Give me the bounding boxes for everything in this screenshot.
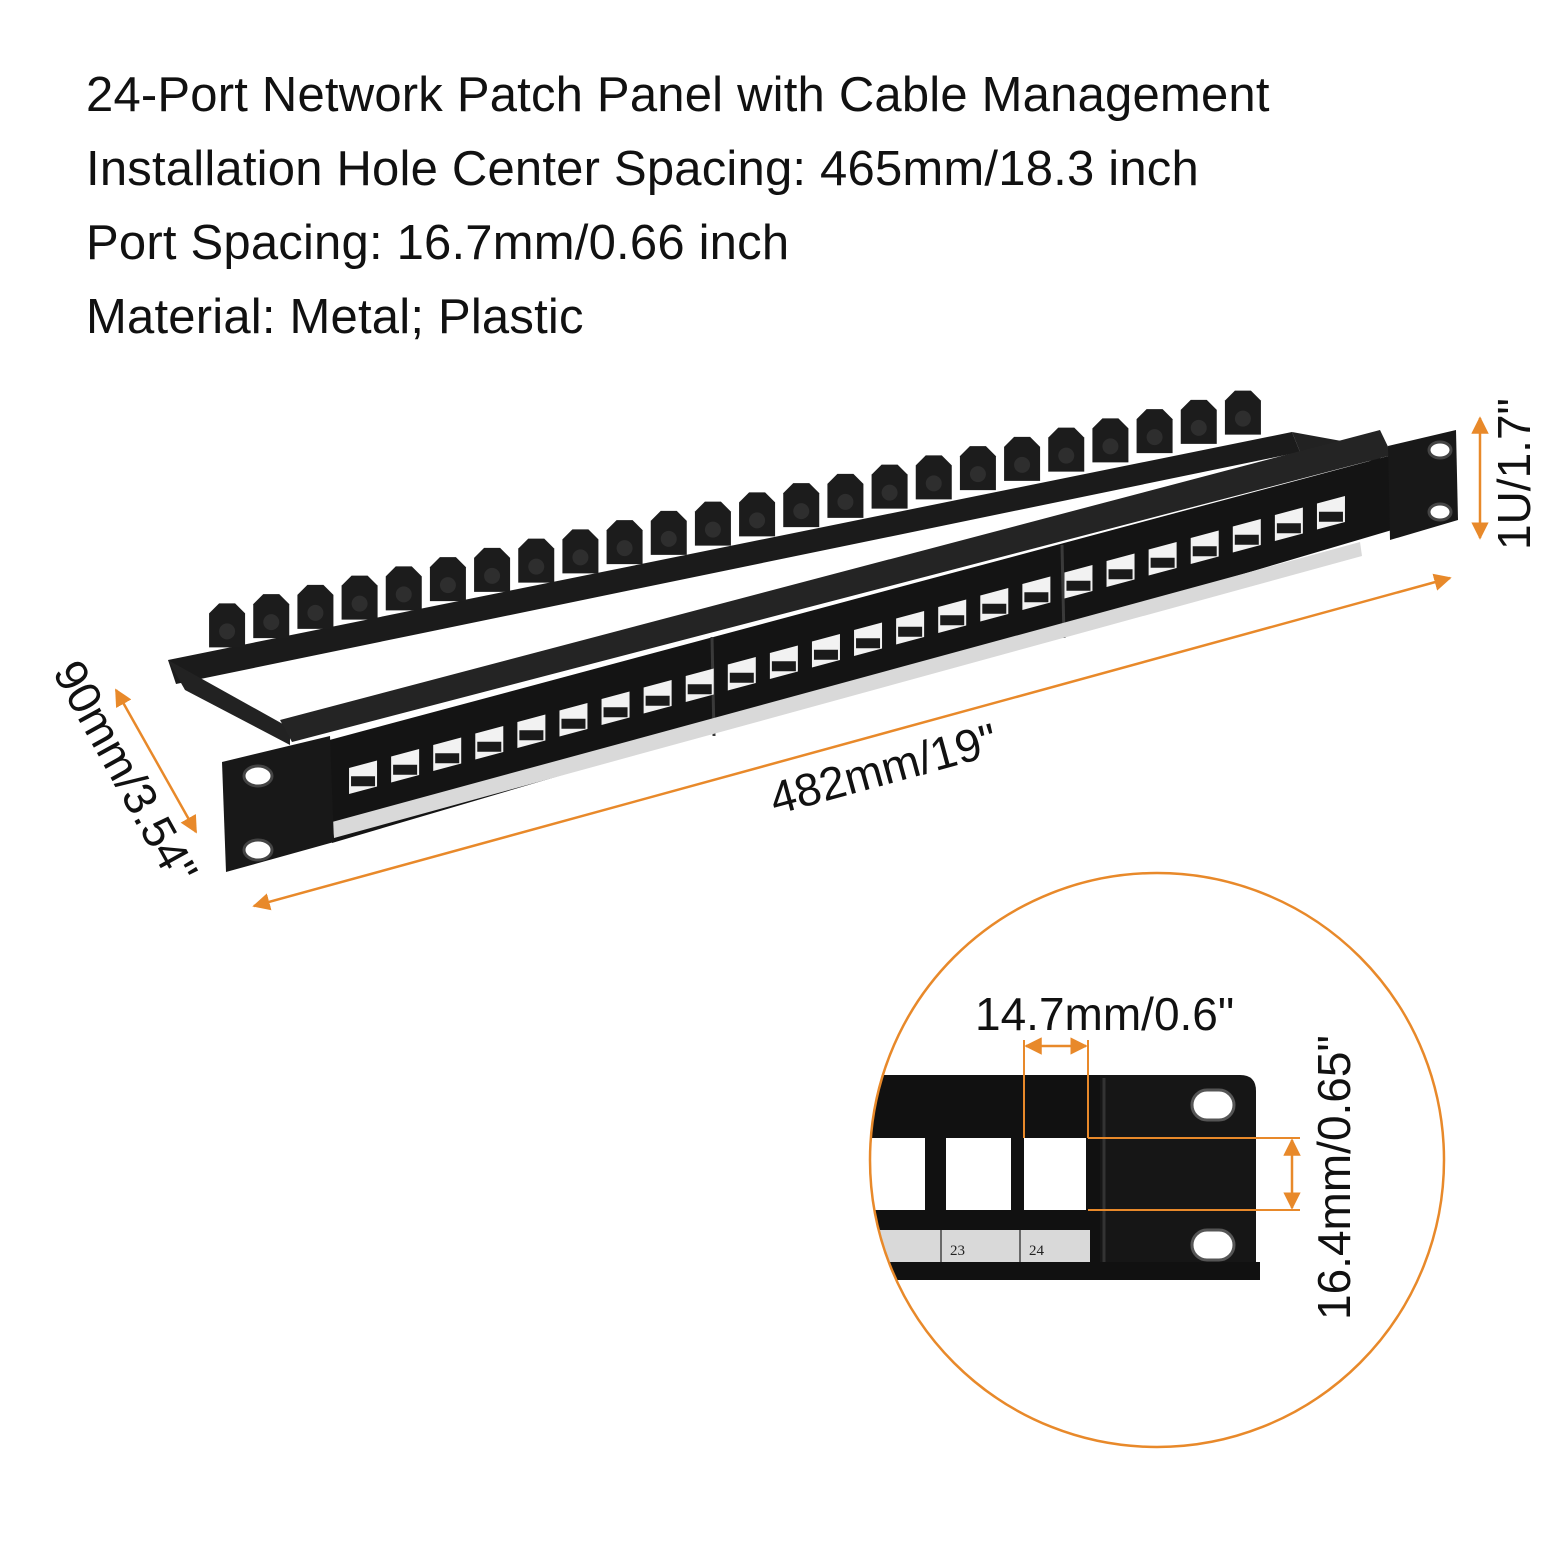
port-contact bbox=[645, 695, 670, 706]
port-contact bbox=[856, 638, 881, 649]
port-contact bbox=[351, 776, 376, 787]
detail-label-strip bbox=[870, 1230, 1090, 1262]
cable-clip bbox=[1136, 409, 1173, 454]
port-contact bbox=[771, 661, 796, 672]
port-contact bbox=[393, 764, 418, 775]
port-contact bbox=[603, 707, 628, 718]
cable-clip bbox=[1048, 427, 1085, 472]
detail-rack-ear bbox=[1100, 1075, 1256, 1278]
port-contact bbox=[813, 649, 838, 660]
cable-clip bbox=[783, 483, 820, 528]
specs-block: 24-Port Network Patch Panel with Cable M… bbox=[86, 58, 1270, 354]
length-dimension-line bbox=[252, 573, 1452, 911]
detail-magnifier: 23 24 14.7mm/0.6" 16.4mm/0.65" bbox=[868, 871, 1446, 1449]
cable-clip bbox=[739, 492, 776, 537]
detail-port bbox=[870, 1138, 925, 1210]
cable-clip bbox=[209, 603, 246, 648]
cable-clip bbox=[827, 473, 864, 518]
port-contact bbox=[1192, 546, 1217, 557]
rack-ear-hole bbox=[1427, 440, 1453, 460]
cable-clip bbox=[253, 594, 290, 639]
detail-ear-hole bbox=[1190, 1088, 1236, 1122]
cable-clip bbox=[959, 446, 996, 491]
length-label: 482mm/19" bbox=[764, 713, 1003, 825]
spec-title: 24-Port Network Patch Panel with Cable M… bbox=[86, 68, 1270, 122]
detail-ear-hole bbox=[1190, 1228, 1236, 1262]
port-contact bbox=[561, 718, 586, 729]
detail-port bbox=[946, 1138, 1011, 1210]
cable-clip bbox=[518, 538, 555, 583]
detail-port-label-23: 23 bbox=[950, 1243, 965, 1259]
cable-clip bbox=[915, 455, 952, 500]
rack-ear-hole bbox=[1427, 502, 1453, 522]
port-width-label: 14.7mm/0.6" bbox=[975, 988, 1234, 1040]
port-height-label: 16.4mm/0.65" bbox=[1308, 1035, 1360, 1320]
cable-clip bbox=[1004, 436, 1041, 481]
rack-ear-hole bbox=[242, 838, 274, 862]
cable-clip bbox=[562, 529, 599, 574]
port-contact bbox=[1234, 534, 1259, 545]
spec-hole-spacing: Installation Hole Center Spacing: 465mm/… bbox=[86, 142, 1199, 196]
cable-clip bbox=[429, 557, 466, 602]
cable-clip bbox=[694, 501, 731, 546]
cable-clip bbox=[1180, 399, 1217, 444]
cable-clip bbox=[1224, 390, 1261, 435]
depth-label: 90mm/3.54" bbox=[43, 652, 208, 893]
detail-port-label-24: 24 bbox=[1029, 1243, 1045, 1259]
cable-clip bbox=[474, 547, 511, 592]
port-contact bbox=[435, 753, 460, 764]
port-contact bbox=[729, 672, 754, 683]
port-contact bbox=[519, 730, 544, 741]
cable-clip bbox=[1092, 418, 1129, 463]
cable-clip bbox=[650, 510, 687, 555]
port-contact bbox=[1150, 557, 1175, 568]
detail-circle-outline bbox=[868, 871, 1446, 1449]
left-rack-ear bbox=[222, 736, 334, 872]
depth-dimension-line bbox=[114, 688, 198, 834]
port-contact bbox=[1066, 580, 1091, 591]
cable-clip bbox=[385, 566, 422, 611]
cable-clip bbox=[606, 520, 643, 565]
cable-clip bbox=[341, 575, 378, 620]
port-contact bbox=[898, 626, 923, 637]
spec-material: Material: Metal; Plastic bbox=[86, 290, 584, 344]
rack-ear-hole bbox=[242, 764, 274, 788]
port-contact bbox=[1108, 569, 1133, 580]
cable-clip bbox=[297, 584, 334, 629]
port-contact bbox=[477, 741, 502, 752]
port-contact bbox=[1318, 511, 1343, 522]
spec-port-spacing: Port Spacing: 16.7mm/0.66 inch bbox=[86, 216, 790, 270]
detail-port bbox=[1024, 1138, 1086, 1210]
cable-clip bbox=[871, 464, 908, 509]
port-contact bbox=[940, 615, 965, 626]
port-contact bbox=[1276, 523, 1301, 534]
port-contact bbox=[982, 603, 1007, 614]
port-contact bbox=[687, 684, 712, 695]
height-label: 1U/1.7" bbox=[1488, 398, 1540, 550]
port-contact bbox=[1024, 592, 1049, 603]
